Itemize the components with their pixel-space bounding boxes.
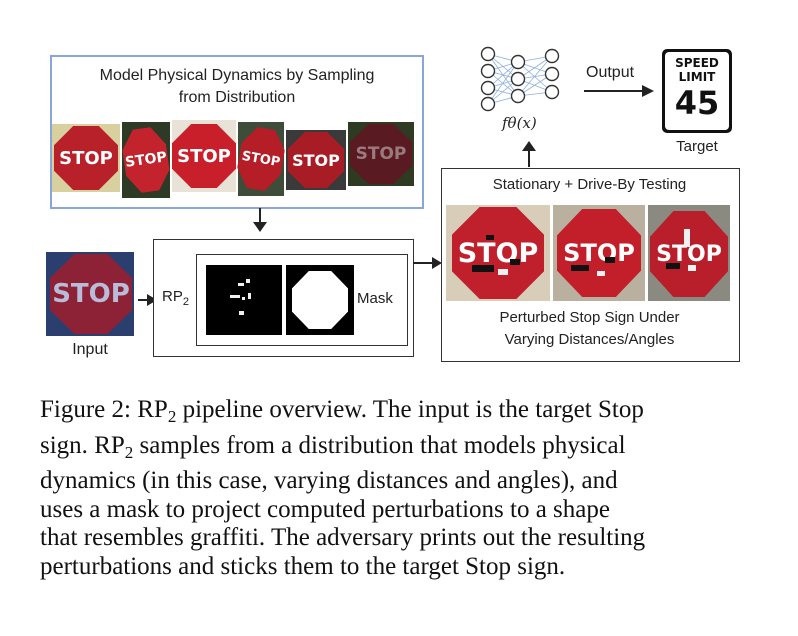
stop-sign-3: STOP	[172, 124, 236, 188]
speed-limit-value: 45	[674, 84, 720, 122]
input-label: Input	[72, 341, 108, 358]
perturbed-photo-3: STOP	[648, 205, 730, 301]
arrow-input-head	[147, 294, 157, 306]
speed-limit-face: SPEED LIMIT 45	[665, 52, 729, 130]
perturbed-stop-sign-2: STOP	[557, 209, 641, 297]
perturbed-stop-sign-3: STOP	[650, 211, 728, 297]
speed-limit-line2: LIMIT	[678, 70, 716, 84]
input-photo: STOP	[46, 252, 134, 336]
neural-network-icon	[480, 46, 560, 112]
stop-sign-6: STOP	[350, 124, 412, 184]
arrow-output-head	[642, 85, 654, 97]
model-formula: fθ(x)	[502, 114, 537, 132]
sample-photo-2: STOP	[122, 122, 170, 198]
stop-sign-1: STOP	[54, 126, 118, 190]
arrow-testing-head	[432, 257, 442, 269]
caption-line-6: perturbations and sticks them to the tar…	[40, 552, 566, 580]
speed-limit-line1: SPEED	[675, 56, 719, 70]
testing-caption-line1: Perturbed Stop Sign Under	[499, 309, 680, 326]
arrow-output-line	[584, 90, 644, 92]
sample-photo-3: STOP	[172, 120, 236, 192]
perturbation-panel	[206, 265, 282, 335]
mask-label: Mask	[357, 290, 393, 307]
mask-octagon	[292, 271, 348, 329]
testing-caption-line2: Varying Distances/Angles	[504, 331, 675, 348]
stop-sign-2: STOP	[120, 125, 172, 195]
caption-line-1: Figure 2: RP2 pipeline overview. The inp…	[40, 396, 644, 426]
caption-line-5: that resembles graffiti. The adversary p…	[40, 524, 646, 552]
sample-photo-5: STOP	[286, 130, 346, 190]
caption-line-2: sign. RP2 samples from a distribution th…	[40, 431, 626, 462]
perturbed-photo-2: STOP	[553, 205, 645, 301]
testing-title: Stationary + Drive-By Testing	[492, 176, 687, 193]
arrow-down-line	[259, 208, 261, 226]
caption-line-3: dynamics (in this case, varying distance…	[40, 467, 618, 495]
speed-limit-sign: SPEED LIMIT 45	[662, 49, 732, 133]
sample-photo-6: STOP	[348, 122, 414, 186]
arrow-input-line	[138, 299, 148, 301]
arrow-down-head	[253, 222, 267, 232]
sampling-title-line1: Model Physical Dynamics by Sampling	[99, 67, 375, 84]
arrow-up-head	[522, 141, 536, 151]
mask-panel	[286, 265, 354, 335]
arrow-up-line	[528, 150, 530, 167]
stop-sign-5: STOP	[288, 132, 344, 188]
output-label: Output	[586, 64, 635, 81]
sample-photo-1: STOP	[52, 124, 120, 192]
caption-line-4: uses a mask to project computed perturba…	[40, 495, 610, 523]
input-stop-sign: STOP	[50, 254, 132, 334]
figure-caption: Figure 2: RP2 pipeline overview. The inp…	[40, 396, 770, 582]
stop-sign-4: STOP	[234, 125, 288, 194]
sampling-title-line2: from Distribution	[178, 89, 296, 106]
arrow-testing-line	[413, 262, 433, 264]
target-label: Target	[676, 138, 718, 155]
perturbed-stop-sign-1: STOP	[452, 207, 544, 299]
perturbed-photo-1: STOP	[446, 205, 550, 301]
sample-photo-4: STOP	[238, 122, 284, 196]
rp2-label: RP2	[162, 288, 189, 308]
